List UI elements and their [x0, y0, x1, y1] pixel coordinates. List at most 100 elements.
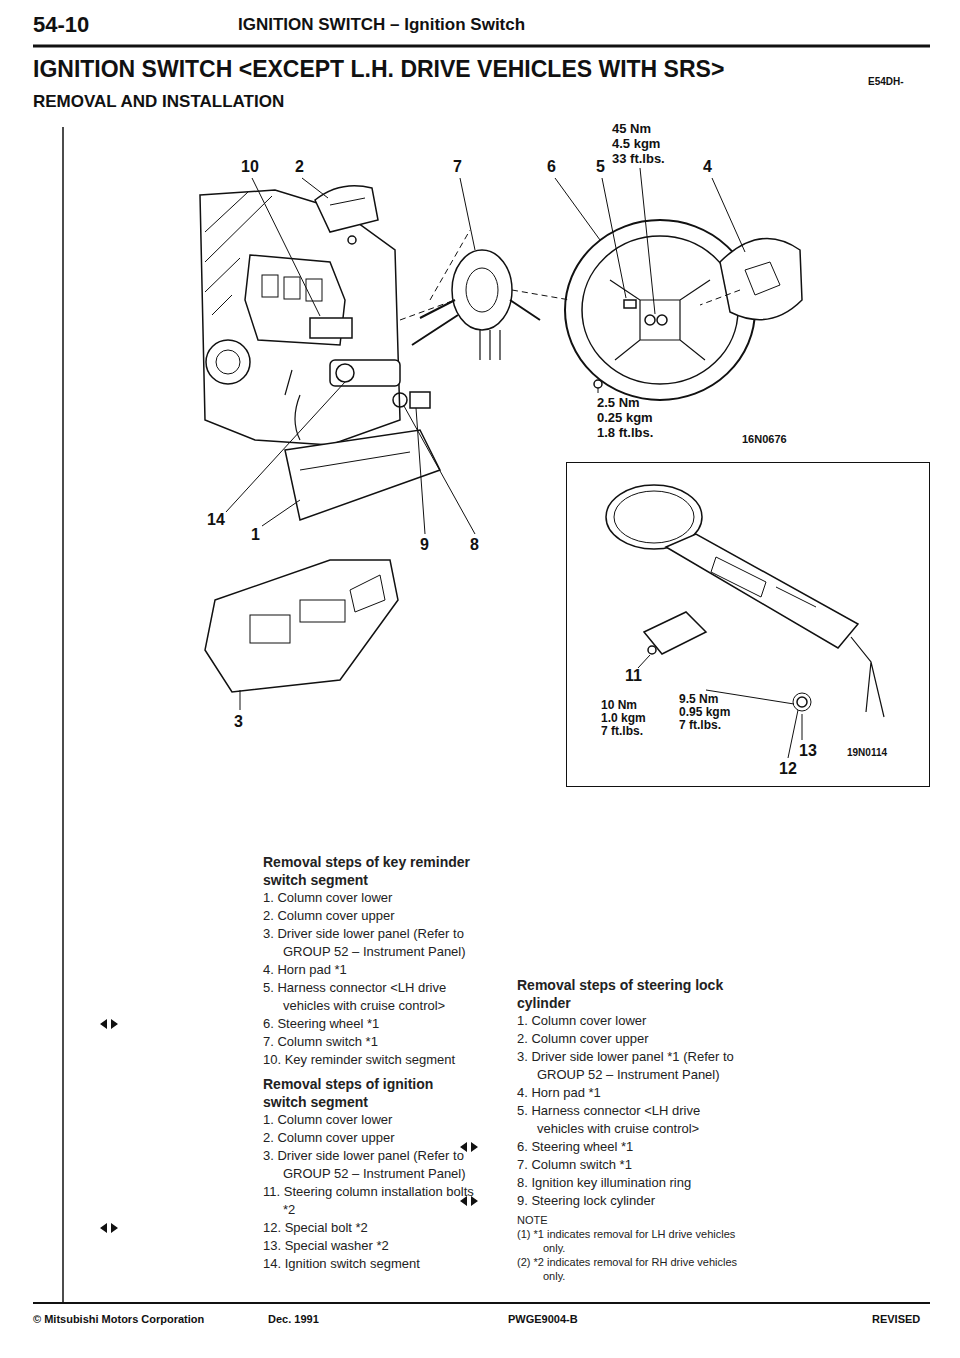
lower-panel [205, 560, 398, 692]
leader-line [416, 408, 425, 534]
step-item: 3. Driver side lower panel *1 (Refer to … [517, 1048, 739, 1084]
screw [348, 236, 356, 244]
steps-heading: Removal steps of ignition switch segment [263, 1075, 475, 1111]
step-row: 6. Steering wheel *1 [263, 1015, 475, 1033]
procedure-marker [460, 1196, 478, 1206]
step-list: Removal steps of key reminder switch seg… [263, 853, 475, 1273]
callout-number: 7 [453, 157, 462, 176]
cover-detail [330, 198, 365, 205]
step-item: 11. Steering column installation bolts *… [263, 1183, 475, 1219]
page-number: 54-10 [33, 12, 89, 37]
callout-number: 8 [470, 535, 479, 554]
step-row: 3. Driver side lower panel (Refer to GRO… [263, 925, 475, 961]
step-item: 6. Steering wheel *1 [263, 1015, 475, 1033]
inset-illustration [606, 485, 884, 758]
step-row: 4. Horn pad *1 [517, 1084, 739, 1102]
wires [480, 330, 500, 360]
leader-line [802, 714, 803, 740]
harness-connector [624, 300, 636, 308]
step-row: NOTE [517, 1213, 739, 1227]
leader-line [706, 690, 794, 704]
column-detail [711, 557, 816, 607]
procedure-marker [100, 1019, 118, 1029]
dashboard [200, 190, 400, 445]
leader-line [555, 178, 600, 240]
step-row: 11. Steering column installation bolts *… [263, 1183, 475, 1219]
leader-line [602, 178, 626, 298]
step-item: 5. Harness connector <LH drive vehicles … [517, 1102, 739, 1138]
callout-number: 3 [234, 712, 243, 731]
step-row: 9. Steering lock cylinder [517, 1192, 739, 1210]
torque-spec: 9.5 Nm 0.95 kgm 7 ft.lbs. [679, 693, 737, 732]
leader-line [404, 406, 475, 534]
header-rule [33, 45, 930, 48]
page-title: IGNITION SWITCH <EXCEPT L.H. DRIVE VEHIC… [33, 56, 724, 83]
steering-column [666, 534, 858, 648]
special-washer [793, 693, 811, 711]
note-heading: NOTE [517, 1213, 739, 1227]
steering-lock-cylinder [410, 392, 430, 408]
step-item: 1. Column cover lower [517, 1012, 739, 1030]
inset-figure-frame: 1110 Nm 1.0 kgm 7 ft.lbs.9.5 Nm 0.95 kgm… [566, 462, 930, 787]
procedure-marker [100, 1019, 118, 1029]
copyright: © Mitsubishi Motors Corporation [33, 1312, 204, 1326]
leader-line [640, 168, 655, 314]
illumination-ring [393, 393, 407, 407]
step-item: 1. Column cover lower [263, 889, 475, 907]
procedure-marker [460, 1142, 478, 1152]
callout-number: 5 [596, 157, 605, 176]
footer-status: REVISED [872, 1312, 920, 1326]
step-row: 1. Column cover lower [263, 889, 475, 907]
leader-line [240, 690, 241, 710]
step-row: 4. Horn pad *1 [263, 961, 475, 979]
step-item: 2. Column cover upper [263, 1129, 475, 1147]
gauge [216, 350, 240, 374]
nut [645, 315, 655, 325]
callout-number: 12 [779, 759, 797, 778]
procedure-marker [100, 1223, 118, 1233]
torque-spec: 10 Nm 1.0 kgm 7 ft.lbs. [601, 699, 651, 738]
step-row: 8. Ignition key illumination ring [517, 1174, 739, 1192]
panel-opening [350, 575, 385, 612]
leader-line [226, 382, 345, 512]
universal-joint [851, 637, 884, 717]
step-row: (1) *1 indicates removal for LH drive ve… [517, 1227, 739, 1255]
meter [306, 279, 322, 301]
special-bolt [797, 697, 807, 707]
leader-lines [226, 168, 745, 710]
step-row: (2) *2 indicates removal for RH drive ve… [517, 1255, 739, 1283]
step-item: 7. Column switch *1 [517, 1156, 739, 1174]
callout-number: 13 [799, 741, 817, 760]
step-row: Removal steps of key reminder switch seg… [263, 853, 475, 889]
procedure-marker [100, 1223, 118, 1233]
callout-number: 4 [703, 157, 712, 176]
steering-wheel [565, 220, 755, 400]
note: (2) *2 indicates removal for RH drive ve… [517, 1255, 739, 1283]
leader-line [252, 178, 320, 316]
column-cover-upper [315, 186, 378, 232]
footer-code: PWGE9004-B [508, 1312, 578, 1326]
assembly-line [400, 230, 740, 320]
torque-spec: 45 Nm 4.5 kgm 33 ft.lbs. [612, 121, 668, 166]
leader-line [598, 388, 599, 393]
step-row: 5. Harness connector <LH drive vehicles … [517, 1102, 739, 1138]
callout-number: 14 [207, 510, 225, 529]
steps-heading: Removal steps of key reminder switch seg… [263, 853, 475, 889]
torque-spec: 2.5 Nm 0.25 kgm 1.8 ft.lbs. [597, 395, 659, 440]
step-row: 14. Ignition switch segment [263, 1255, 475, 1273]
step-item: 3. Driver side lower panel (Refer to GRO… [263, 925, 475, 961]
step-item: 1. Column cover lower [263, 1111, 475, 1129]
meter [262, 275, 278, 297]
panel-opening [250, 615, 290, 643]
lock-cylinder [336, 364, 354, 382]
step-row: 1. Column cover lower [263, 1111, 475, 1129]
clock-spring [466, 268, 498, 312]
leader-line [712, 178, 745, 252]
step-row: Removal steps of steering lock cylinder [517, 976, 739, 1012]
section-code: E54DH- [868, 75, 904, 88]
steering-wheel-rim [582, 236, 738, 384]
step-row: 10. Key reminder switch segment [263, 1051, 475, 1069]
callout-number: 9 [420, 535, 429, 554]
step-item: 12. Special bolt *2 [263, 1219, 475, 1237]
